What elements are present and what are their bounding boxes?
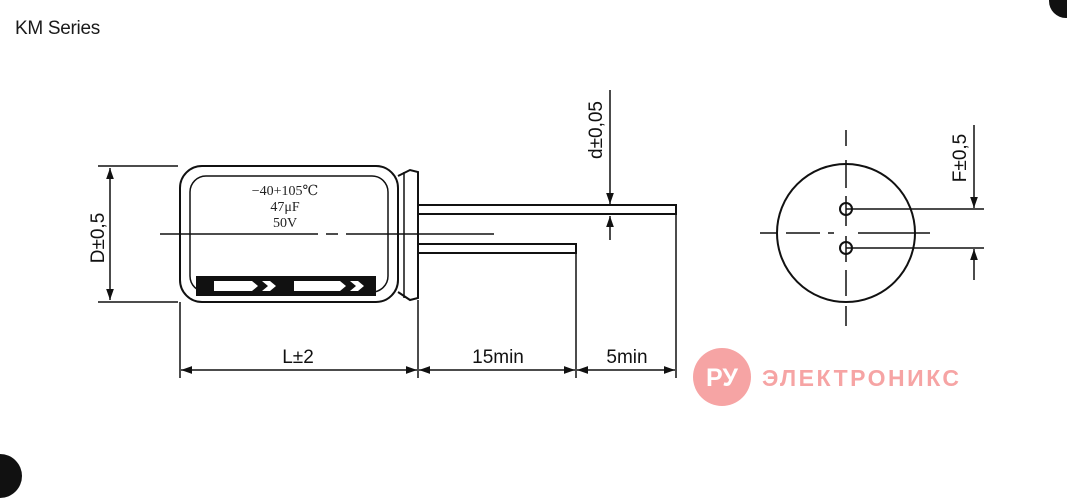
end-view-center-lines (760, 130, 930, 326)
lead-extra-label: 5min (606, 347, 647, 368)
capacitor-drawing: −40+105℃ 47μF 50V D±0,5 (88, 90, 984, 406)
diameter-dimension (98, 165, 178, 303)
diameter-label: D±0,5 (88, 213, 109, 264)
watermark-badge: РУ (706, 364, 738, 392)
watermark-logo: РУ ЭЛЕКТРОНИКС (693, 348, 962, 406)
polarity-stripe (196, 276, 376, 296)
capacitor-leads (417, 204, 677, 254)
length-extension-lines (179, 215, 677, 378)
capacitance-value: 47μF (270, 200, 300, 215)
lead-short-label: 15min (472, 347, 524, 368)
lead-spacing-dimension (846, 125, 984, 280)
corner-decoration-top-right (1049, 0, 1067, 18)
lead-diameter-label: d±0,05 (586, 101, 607, 159)
temperature-rating: −40+105℃ (252, 184, 318, 199)
length-label: L±2 (282, 347, 314, 368)
voltage-rating: 50V (273, 216, 297, 231)
page-title: KM Series (15, 18, 100, 39)
watermark-text: ЭЛЕКТРОНИКС (762, 365, 962, 391)
lead-spacing-label: F±0,5 (950, 134, 971, 182)
